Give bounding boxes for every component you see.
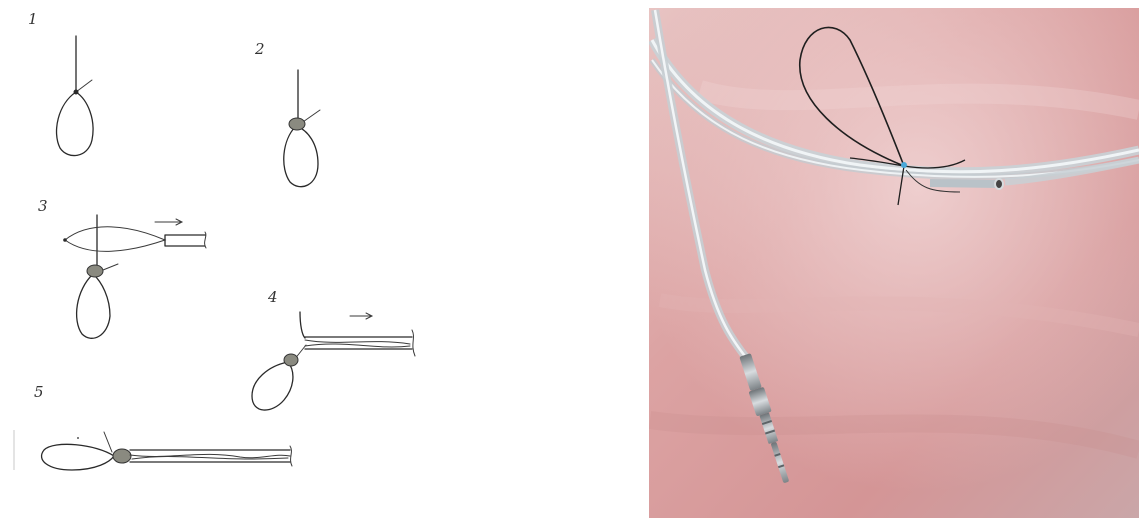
knot-icon	[87, 265, 103, 277]
step-5-label: 5	[34, 383, 44, 401]
knot-icon	[284, 354, 298, 366]
arrow-right-icon	[155, 219, 182, 225]
knot-icon	[901, 162, 907, 168]
photo-panel	[649, 8, 1139, 518]
sketch-panel: 1 2 3 4 5	[14, 10, 415, 470]
step-1-drawing	[57, 36, 94, 156]
knot-icon	[289, 118, 305, 130]
step-4-drawing	[252, 312, 415, 410]
step-2-drawing	[284, 70, 320, 187]
knot-icon	[113, 449, 131, 463]
step-3-drawing	[63, 215, 206, 338]
step-1-label: 1	[28, 10, 38, 28]
step-3-label: 3	[38, 197, 48, 215]
catheter-tip-icon	[995, 179, 1003, 189]
step-2-label: 2	[254, 40, 265, 58]
arrow-right-icon	[350, 313, 372, 319]
step-4-label: 4	[267, 288, 278, 306]
step-5-drawing	[42, 432, 292, 470]
